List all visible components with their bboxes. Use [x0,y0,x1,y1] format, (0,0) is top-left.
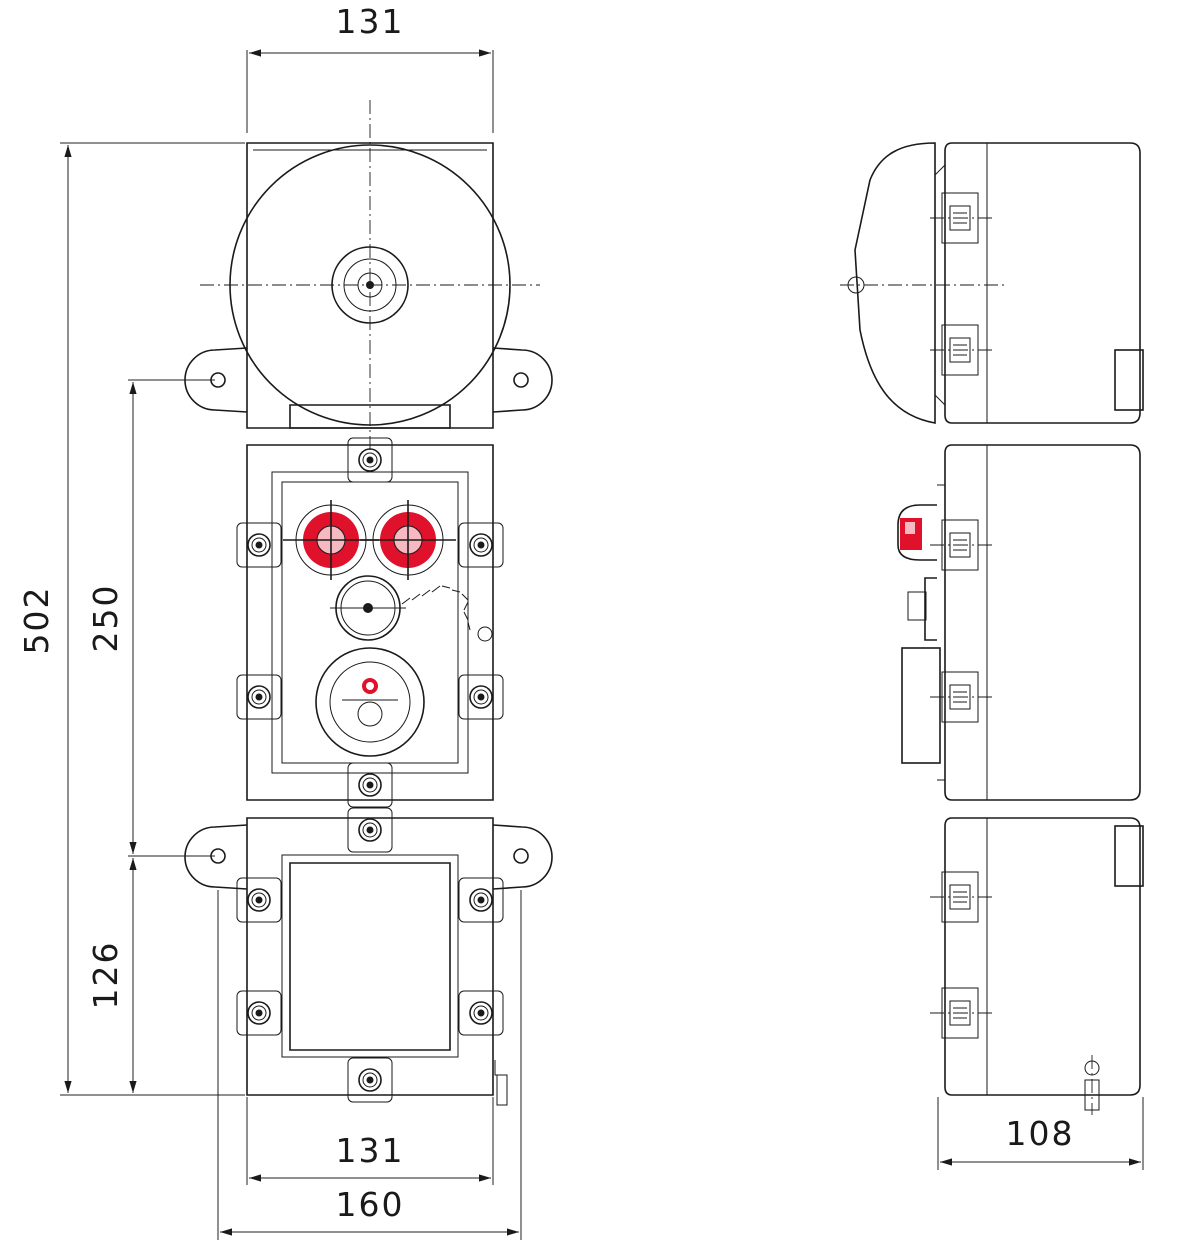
red-pushbutton-right [359,499,457,581]
dim-mount-spacing-lower: 126 [86,941,125,1010]
earth-terminal-side [1084,1055,1100,1115]
front-view [184,100,553,1106]
dimension-lines [60,49,1144,1240]
mount-lug-bottom-right [492,824,553,890]
junction-module [184,807,553,1106]
side-red-pushbutton [897,504,937,561]
socket-cap [330,575,493,642]
control-module [236,437,504,808]
dim-bottom-width-overall: 160 [336,1185,405,1224]
knurled-knob [901,647,941,764]
key-switch [315,647,425,757]
dim-depth: 108 [1006,1114,1075,1153]
side-view [840,142,1144,1115]
mount-lug-top-right [492,347,553,413]
mount-lug-bottom-left [184,824,248,890]
dim-mount-spacing-upper: 250 [86,584,125,653]
dim-bottom-width-body: 131 [336,1131,405,1170]
dim-top-width: 131 [336,2,405,41]
dim-total-height: 502 [17,586,56,655]
